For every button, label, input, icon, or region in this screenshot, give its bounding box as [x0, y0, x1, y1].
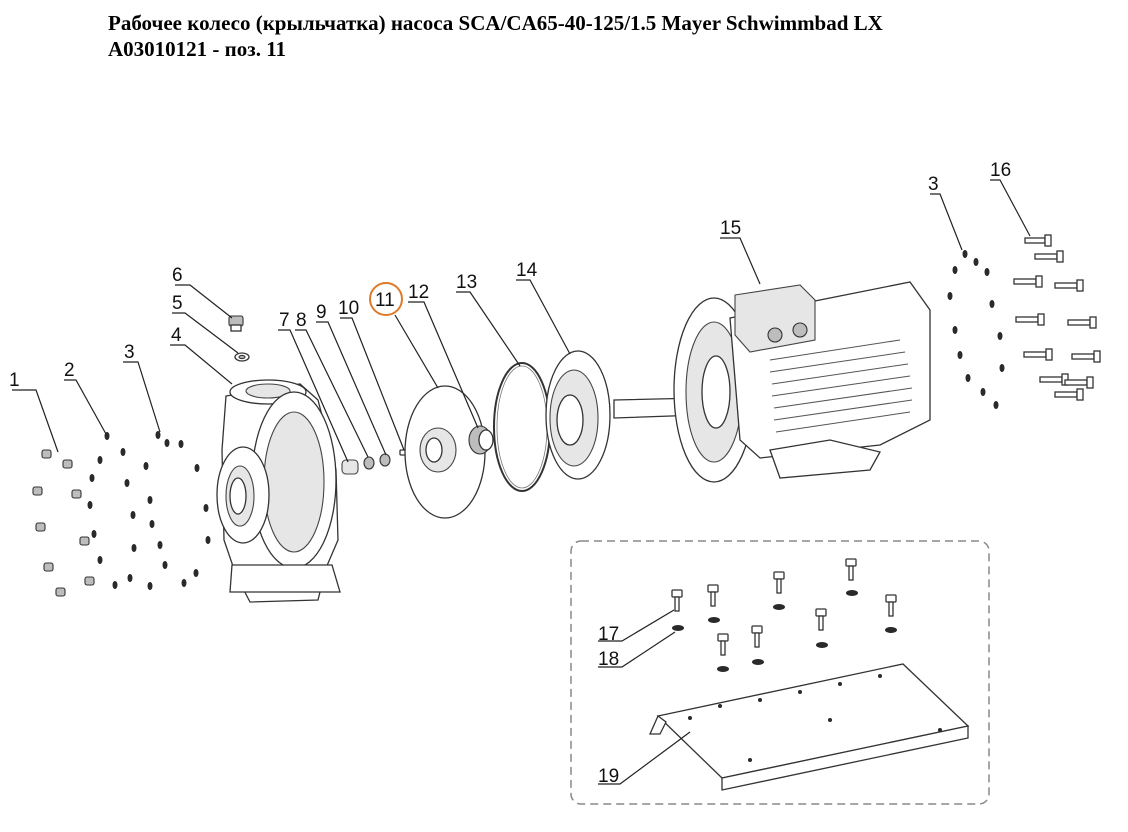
part-18-base-washers[interactable]: [672, 590, 897, 672]
highlight-circle-part-11: [369, 282, 403, 316]
part-4-pump-housing[interactable]: [216, 379, 341, 603]
label-part-7: 7: [279, 310, 290, 331]
label-part-3-left: 3: [124, 342, 135, 363]
part-19-base-plate[interactable]: [648, 663, 970, 791]
part-2-washers[interactable]: [87, 432, 137, 589]
label-part-16: 16: [990, 160, 1011, 181]
base-kit-box: [570, 540, 990, 805]
title-line-2: A03010121 - поз. 11: [108, 37, 287, 61]
part-5-washer[interactable]: [234, 352, 250, 362]
label-part-10: 10: [338, 298, 359, 319]
label-part-17: 17: [598, 624, 619, 645]
label-part-11: 11: [375, 290, 395, 311]
part-17-base-bolts[interactable]: [671, 558, 897, 656]
page-title: Рабочее колесо (крыльчатка) насоса SCA/C…: [108, 10, 1088, 62]
part-13-o-ring[interactable]: [493, 362, 551, 492]
part-8-washer[interactable]: [363, 456, 375, 470]
part-labels: 1 2 3 4 5 6 7 8 9 10 11 12 13 14 15 3 16…: [9, 160, 1011, 787]
label-part-13: 13: [456, 272, 477, 293]
label-part-15: 15: [720, 218, 741, 239]
part-3-washers-left[interactable]: [143, 431, 211, 590]
label-part-5: 5: [172, 293, 183, 314]
label-part-19: 19: [598, 766, 619, 787]
title-line-1: Рабочее колесо (крыльчатка) насоса SCA/C…: [108, 11, 883, 35]
label-part-3-right: 3: [928, 174, 939, 195]
label-part-8: 8: [296, 310, 307, 331]
part-6-drain-plug[interactable]: [228, 315, 244, 332]
part-14-seal-housing[interactable]: [545, 350, 611, 480]
part-11-impeller[interactable]: [404, 385, 486, 519]
label-part-18: 18: [598, 649, 619, 670]
part-7-impeller-nut[interactable]: [341, 459, 359, 475]
part-12-mechanical-seal[interactable]: [468, 425, 494, 455]
part-3-washers-right[interactable]: [947, 250, 1005, 409]
label-part-14: 14: [516, 260, 538, 281]
part-16-bolts[interactable]: [1013, 234, 1101, 401]
label-part-2: 2: [64, 360, 75, 381]
label-part-4: 4: [171, 325, 182, 346]
part-15-electric-motor[interactable]: [613, 281, 931, 483]
label-part-6: 6: [172, 265, 183, 286]
part-1-nuts[interactable]: [32, 449, 95, 597]
label-part-9: 9: [316, 302, 327, 323]
label-part-12: 12: [408, 282, 429, 303]
label-part-1: 1: [9, 370, 20, 391]
part-9-washer[interactable]: [379, 453, 391, 467]
leader-lines: [12, 179, 1031, 785]
